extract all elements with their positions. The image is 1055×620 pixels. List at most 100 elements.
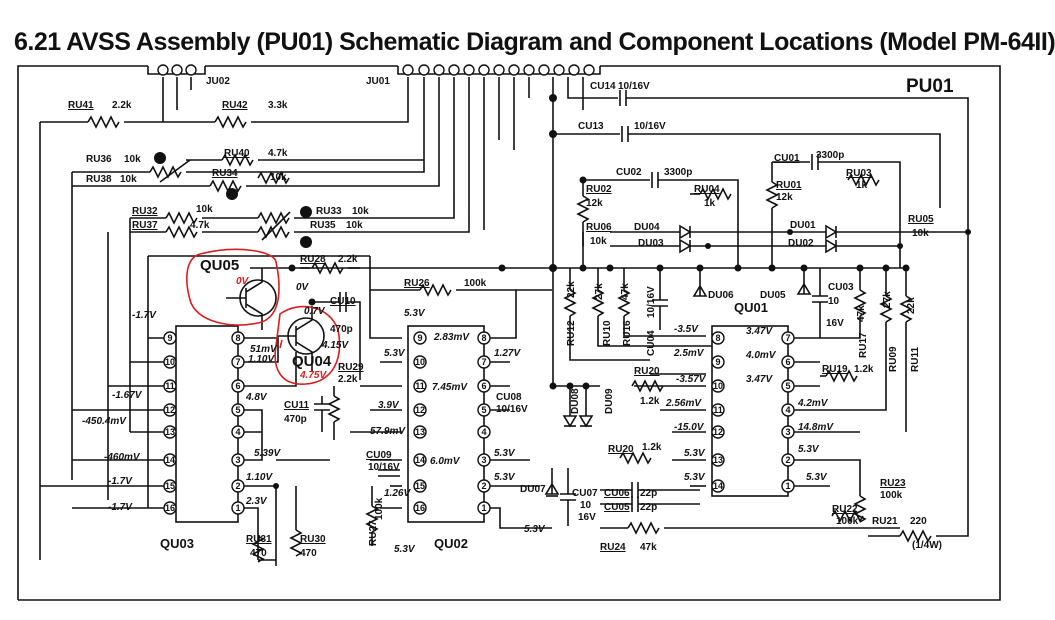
label-ru36: RU36	[86, 154, 112, 165]
label-ru31: RU31	[246, 534, 272, 545]
value-ru02: 12k	[586, 198, 603, 209]
label-cu11: CU11	[284, 400, 309, 411]
svg-text:2: 2	[235, 481, 240, 491]
svg-text:14: 14	[713, 481, 723, 491]
voltage-qu01-l14: 5.3V	[684, 472, 706, 483]
value-ru12: 22k	[566, 281, 577, 298]
voltage-qu02-l10: 5.3V	[384, 348, 406, 359]
label-du02: DU02	[788, 238, 814, 249]
svg-text:6: 6	[785, 357, 790, 367]
value-ru16: 47k	[620, 283, 631, 300]
value-ru03: 1k	[856, 180, 868, 191]
label-ru21: RU21	[872, 516, 898, 527]
value-ru41: 2.2k	[112, 100, 132, 111]
voltage-qu03-r1: 2.3V	[245, 496, 268, 507]
value-cu03: 10	[828, 296, 840, 307]
svg-text:5: 5	[235, 405, 240, 415]
label-ru35: RU35	[310, 220, 336, 231]
voltage-qu04-b: 4.15V	[321, 340, 349, 351]
value-ru04: 1k	[704, 198, 716, 209]
value-ru11: 22k	[906, 297, 917, 314]
voltage-qu03-r3: 5.39V	[254, 448, 281, 459]
value-ru24: 47k	[640, 542, 657, 553]
voltage-qu01-r5: 3.47V	[746, 374, 773, 385]
svg-text:4: 4	[481, 427, 486, 437]
note-ru21: (1/4W)	[912, 540, 942, 551]
voltage-qu01-r6: 4.0mV	[745, 350, 777, 361]
voltage-qu02-l14: 6.0mV	[430, 456, 461, 467]
value-ru23: 100k	[880, 490, 903, 501]
voltage-qu03-l15: -1.7V	[108, 476, 133, 487]
voltage-qu01-l13: 5.3V	[684, 448, 706, 459]
value-ru22: 100k	[836, 516, 859, 527]
label-ru26: RU26	[404, 278, 430, 289]
value-ru19: 1.2k	[854, 364, 874, 375]
value-ru30: 470	[300, 548, 317, 559]
label-du09: DU09	[604, 388, 615, 414]
svg-text:15: 15	[415, 481, 425, 491]
label-du05: DU05	[760, 290, 786, 301]
svg-text:14: 14	[415, 455, 425, 465]
svg-text:1: 1	[235, 503, 240, 513]
label-ru27: RU27	[368, 520, 379, 546]
svg-text:13: 13	[415, 427, 425, 437]
value-ru33: 10k	[352, 206, 369, 217]
label-ru30: RU30	[300, 534, 326, 545]
svg-text:1: 1	[785, 481, 790, 491]
label-cu14: CU14	[590, 81, 616, 92]
value-cu07-v: 16V	[578, 512, 596, 523]
value-cu03-v: 16V	[826, 318, 844, 329]
label-cu08: CU08	[496, 392, 522, 403]
label-cu04: CU04	[646, 330, 657, 356]
value-ru29: 2.2k	[338, 374, 358, 385]
svg-text:11: 11	[165, 381, 175, 391]
voltage-qu02-r8: 2.83mV	[433, 332, 470, 343]
voltage-du07: 5.3V	[524, 524, 546, 535]
voltage-qu01-l12: -15.0V	[674, 422, 705, 433]
label-ru32: RU32	[132, 206, 158, 217]
label-du08: DU08	[570, 388, 581, 414]
voltage-qu03-r5: 4.8V	[245, 392, 268, 403]
svg-text:12: 12	[165, 405, 175, 415]
page-title: 6.21 AVSS Assembly (PU01) Schematic Diag…	[14, 28, 1055, 56]
label-cu10: CU10	[330, 296, 356, 307]
label-ru19: RU19	[822, 364, 848, 375]
svg-text:16: 16	[165, 503, 175, 513]
value-ru20a: 1.2k	[640, 396, 660, 407]
voltage-qu05-emit: 0V	[296, 282, 310, 293]
label-du03: DU03	[638, 238, 664, 249]
voltage-qu01-l10: -3.57V	[676, 374, 707, 385]
voltage-qu01-r1: 5.3V	[806, 472, 828, 483]
value-cu09: 10/16V	[368, 462, 400, 473]
label-du07: DU07	[520, 484, 546, 495]
voltage-qu03-r7: 1.10V	[248, 354, 275, 365]
voltage-qu02-r2: 5.3V	[494, 472, 516, 483]
voltage-qu05-base: 0V	[236, 276, 250, 287]
voltage-qu02-l16: 1.26V	[384, 488, 411, 499]
voltage-qu02-l13: 57.9mV	[370, 426, 406, 437]
label-ru10: RU10	[602, 320, 613, 346]
label-ru40: RU40	[224, 148, 250, 159]
voltage-qu02-l12: 3.9V	[378, 400, 400, 411]
value-ru40: 4.7k	[268, 148, 288, 159]
label-ru02: RU02	[586, 184, 612, 195]
svg-text:14: 14	[165, 455, 175, 465]
label-ju02: JU02	[206, 76, 230, 87]
value-cu04: 10/16V	[646, 286, 657, 318]
svg-text:10: 10	[165, 357, 175, 367]
ic-label-qu01: QU01	[734, 300, 768, 315]
voltage-qu02-bot: 5.3V	[394, 544, 416, 555]
svg-text:1: 1	[481, 503, 486, 513]
voltage-qu03-l14: -460mV	[104, 452, 141, 463]
svg-text:13: 13	[165, 427, 175, 437]
label-ru11: RU11	[910, 347, 921, 372]
voltage-qu02-r3: 5.3V	[494, 448, 516, 459]
value-ru38: 10k	[120, 174, 137, 185]
svg-text:9: 9	[417, 333, 422, 343]
value-cu08: 10/16V	[496, 404, 528, 415]
label-ru29: RU29	[338, 362, 364, 373]
label-du04: DU04	[634, 222, 660, 233]
voltage-qu04-c: 4.75V	[299, 370, 327, 381]
value-ru34: 10k	[270, 172, 287, 183]
voltage-qu02-r6: 7.45mV	[432, 382, 468, 393]
